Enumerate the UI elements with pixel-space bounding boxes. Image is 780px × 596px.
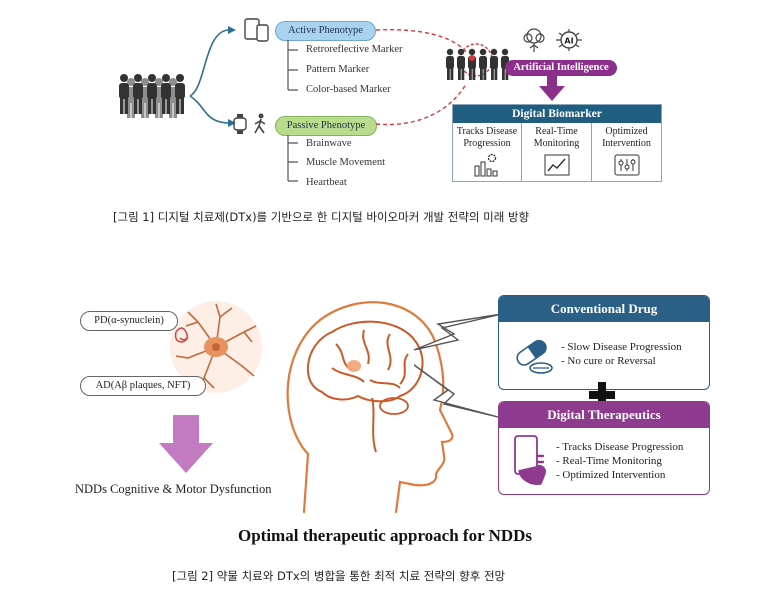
branch-arrows [189, 26, 236, 127]
biomarker-cell-realtime-line2: Monitoring [533, 138, 580, 149]
conventional-item-1: - Slow Disease Progression [561, 341, 682, 353]
passive-marker-3: Heartbeat [306, 177, 347, 188]
bar-gear-icon [474, 153, 498, 177]
ai-badge-text: AI [564, 37, 573, 46]
biomarker-cell-realtime-line1: Real-Time [535, 126, 578, 137]
hand-phone-icon [514, 435, 546, 485]
passive-marker-1: Brainwave [306, 138, 352, 149]
digital-item-1: - Tracks Disease Progression [556, 441, 684, 453]
passive-phenotype-pill: Passive Phenotype [275, 116, 377, 136]
figure-1-caption: [그림 1] 디지털 치료제(DTx)를 기반으로 한 디지털 바이오마커 개발… [113, 210, 530, 224]
passive-tree-lines [287, 135, 298, 182]
biomarker-cell-realtime: Real-Time Monitoring [522, 123, 592, 181]
callout-wedges [414, 313, 503, 419]
conventional-drug-panel: Conventional Drug - Slow Disease Progres… [498, 295, 710, 390]
dashed-connectors [375, 28, 467, 126]
people-highlight-icon [446, 43, 509, 80]
digital-biomarker-title: Digital Biomarker [453, 105, 661, 123]
conventional-drug-list: - Slow Disease Progression - No cure or … [561, 340, 682, 368]
active-marker-2: Pattern Marker [306, 64, 370, 75]
pd-label-bubble: PD(α-synuclein) [80, 311, 178, 331]
tree-brain-icon [523, 28, 545, 52]
active-marker-1: Retroreflective Marker [306, 44, 403, 55]
optimal-approach-title: Optimal therapeutic approach for NDDs [238, 526, 533, 545]
biomarker-cell-optimized: Optimized Intervention [592, 123, 661, 181]
passive-marker-2: Muscle Movement [306, 157, 386, 168]
devices-icon [244, 18, 269, 42]
digital-therapeutics-panel: Digital Therapeutics - Tracks Disease Pr… [498, 401, 710, 495]
biomarker-cell-optimized-line2: Intervention [602, 138, 651, 149]
biomarker-cell-tracks: Tracks Disease Progression [453, 123, 522, 181]
people-group-icon [119, 74, 185, 118]
neuron-icon [170, 301, 262, 393]
biomarker-cell-tracks-line2: Progression [463, 138, 511, 149]
active-phenotype-pill: Active Phenotype [275, 21, 376, 41]
artificial-intelligence-label: Artificial Intelligence [505, 60, 617, 76]
digital-item-3: - Optimized Intervention [556, 469, 666, 481]
ai-chip-icon: AI [556, 29, 582, 51]
sliders-icon [614, 154, 639, 176]
biomarker-cell-tracks-line1: Tracks Disease [456, 126, 518, 137]
down-arrow-purple [539, 74, 565, 101]
digital-biomarker-box: Digital Biomarker Tracks Disease Progres… [452, 104, 662, 182]
active-tree-lines [287, 40, 298, 91]
pill-capsule-icon [516, 339, 553, 374]
watch-walker-icon [233, 113, 266, 134]
figure-2-caption: [그림 2] 약물 치료와 DTx의 병합을 통한 최적 치료 전략의 향후 전… [172, 569, 506, 583]
active-marker-3: Color-based Marker [306, 84, 391, 95]
ad-label-bubble: AD(Aβ plaques, NFT) [80, 376, 206, 396]
digital-therapeutics-list: - Tracks Disease Progression - Real-Time… [556, 440, 683, 482]
digital-therapeutics-title: Digital Therapeutics [499, 402, 709, 428]
conventional-item-2: - No cure or Reversal [561, 355, 656, 367]
biomarker-cell-optimized-line1: Optimized [605, 126, 648, 137]
trend-chart-icon [544, 154, 569, 176]
ndd-dysfunction-label: NDDs Cognitive & Motor Dysfunction [75, 482, 272, 496]
plus-icon [589, 382, 615, 408]
digital-item-2: - Real-Time Monitoring [556, 455, 662, 467]
conventional-drug-title: Conventional Drug [499, 296, 709, 322]
down-arrow-pink [159, 415, 213, 473]
